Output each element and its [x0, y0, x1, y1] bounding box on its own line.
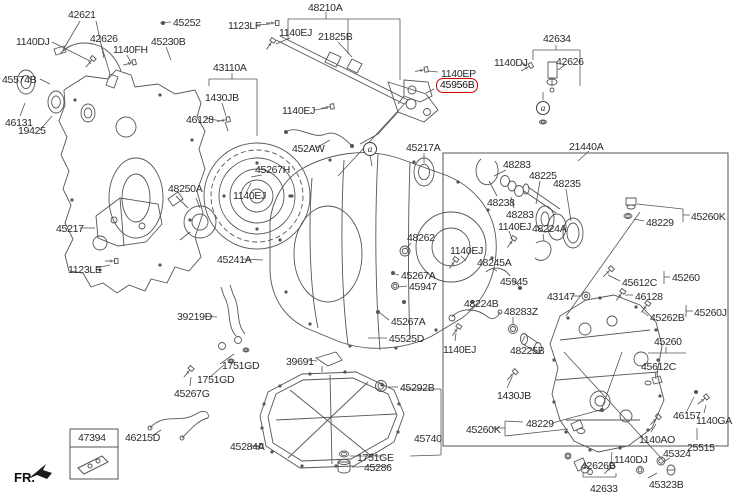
- part-label-46157: 46157: [673, 410, 701, 422]
- part-label-45525D: 45525D: [389, 333, 424, 345]
- part-label-21440A: 21440A: [569, 141, 604, 153]
- part-label-452AW: 452AW: [292, 143, 325, 155]
- part-label-45260K: 45260K: [466, 424, 501, 436]
- part-label-45260K: 45260K: [691, 211, 726, 223]
- part-label-46215D: 46215D: [125, 432, 160, 444]
- part-label-1751GD: 1751GD: [222, 360, 260, 372]
- part-label-1140DJ: 1140DJ: [16, 36, 50, 48]
- part-label-45324: 45324: [663, 448, 691, 460]
- view-marker-a: a: [363, 142, 377, 156]
- part-label-48229: 48229: [646, 217, 674, 229]
- part-label-45267G: 45267G: [174, 388, 210, 400]
- inset-part-box: [69, 428, 119, 480]
- part-label-1140EJ: 1140EJ: [279, 27, 313, 39]
- part-label-1140AO: 1140AO: [639, 434, 675, 446]
- part-label-45267A: 45267A: [401, 270, 436, 282]
- part-label-25515: 25515: [687, 442, 715, 454]
- part-label-45945: 45945: [500, 276, 528, 288]
- part-label-45612C: 45612C: [641, 361, 676, 373]
- part-label-42626B: 42626B: [581, 460, 616, 472]
- part-label-45262B: 45262B: [650, 312, 685, 324]
- part-label-47394: 47394: [78, 432, 106, 444]
- part-label-48225: 48225: [529, 170, 557, 182]
- part-label-1140FH: 1140FH: [113, 44, 148, 56]
- part-label-21825B: 21825B: [318, 31, 353, 43]
- part-label-1430JB: 1430JB: [205, 92, 239, 104]
- part-label-19425: 19425: [18, 125, 46, 137]
- fr-label: FR.: [14, 470, 35, 485]
- part-label-42634: 42634: [543, 33, 571, 45]
- part-label-1140DJ: 1140DJ: [614, 454, 648, 466]
- part-label-1140EJ: 1140EJ: [282, 105, 316, 117]
- view-marker-a: a: [536, 101, 550, 115]
- part-label-46131: 46131: [5, 117, 33, 129]
- part-label-45260: 45260: [672, 272, 700, 284]
- part-label-48225B: 48225B: [510, 345, 545, 357]
- part-label-48235: 48235: [553, 178, 581, 190]
- part-label-1430JB: 1430JB: [497, 390, 531, 402]
- part-label-48210A: 48210A: [308, 2, 343, 14]
- part-label-48250A: 48250A: [168, 183, 203, 195]
- part-label-1751GE: 1751GE: [357, 452, 394, 464]
- part-label-48283: 48283: [506, 209, 534, 221]
- part-label-46128: 46128: [635, 291, 663, 303]
- part-label-45284A: 45284A: [230, 441, 265, 453]
- part-label-45252: 45252: [173, 17, 201, 29]
- part-label-45267H: 45267H: [255, 164, 290, 176]
- part-label-1751GD: 1751GD: [197, 374, 235, 386]
- part-label-45740: 45740: [414, 433, 442, 445]
- part-label-45323B: 45323B: [649, 479, 684, 491]
- part-label-1140EJ: 1140EJ: [498, 221, 532, 233]
- part-label-1123LE: 1123LE: [68, 264, 102, 276]
- part-label-42626: 42626: [90, 33, 118, 45]
- part-label-45292B: 45292B: [400, 382, 435, 394]
- part-label-46128: 46128: [186, 114, 214, 126]
- part-label-48283: 48283: [503, 159, 531, 171]
- fr-indicator: FR.: [14, 470, 35, 485]
- inset-part-sketch: [77, 455, 109, 475]
- part-label-48283Z: 48283Z: [504, 306, 538, 318]
- part-label-45230B: 45230B: [151, 36, 186, 48]
- part-label-45260J: 45260J: [694, 307, 727, 319]
- part-label-1123LF: 1123LF: [228, 20, 262, 32]
- part-label-45574B: 45574B: [2, 74, 37, 86]
- generated-line-art: [16, 12, 711, 479]
- part-label-48262: 48262: [407, 232, 435, 244]
- part-label-48245A: 48245A: [477, 257, 512, 269]
- part-label-48229: 48229: [526, 418, 554, 430]
- part-label-45286: 45286: [364, 462, 392, 474]
- part-label-45217A: 45217A: [406, 142, 441, 154]
- part-label-48238: 48238: [487, 197, 515, 209]
- part-label-42633: 42633: [590, 483, 618, 492]
- part-label-43110A: 43110A: [213, 62, 247, 74]
- part-label-1140EP: 1140EP: [441, 68, 476, 80]
- part-label-42626: 42626: [556, 56, 584, 68]
- fr-direction-arrow-icon: [28, 464, 52, 479]
- part-label-45241A: 45241A: [217, 254, 252, 266]
- part-label-45267A: 45267A: [391, 316, 426, 328]
- part-label-39691: 39691: [286, 356, 314, 368]
- part-label-45260: 45260: [654, 336, 682, 348]
- part-label-42621: 42621: [68, 9, 96, 21]
- part-label-48224A: 48224A: [532, 223, 567, 235]
- part-label-48224B: 48224B: [464, 298, 499, 310]
- part-label-39219D: 39219D: [177, 311, 212, 323]
- part-label-1140EJ: 1140EJ: [450, 245, 484, 257]
- part-label-1140EJ: 1140EJ: [233, 190, 267, 202]
- part-label-45612C: 45612C: [622, 277, 657, 289]
- part-label-45217: 45217: [56, 223, 84, 235]
- part-label-45956B: 45956B: [436, 78, 479, 94]
- part-label-1140DJ: 1140DJ: [494, 57, 528, 69]
- part-label-1140GA: 1140GA: [696, 415, 732, 427]
- part-label-43147: 43147: [547, 291, 575, 303]
- part-label-45947: 45947: [409, 281, 437, 293]
- part-label-1140EJ: 1140EJ: [443, 344, 477, 356]
